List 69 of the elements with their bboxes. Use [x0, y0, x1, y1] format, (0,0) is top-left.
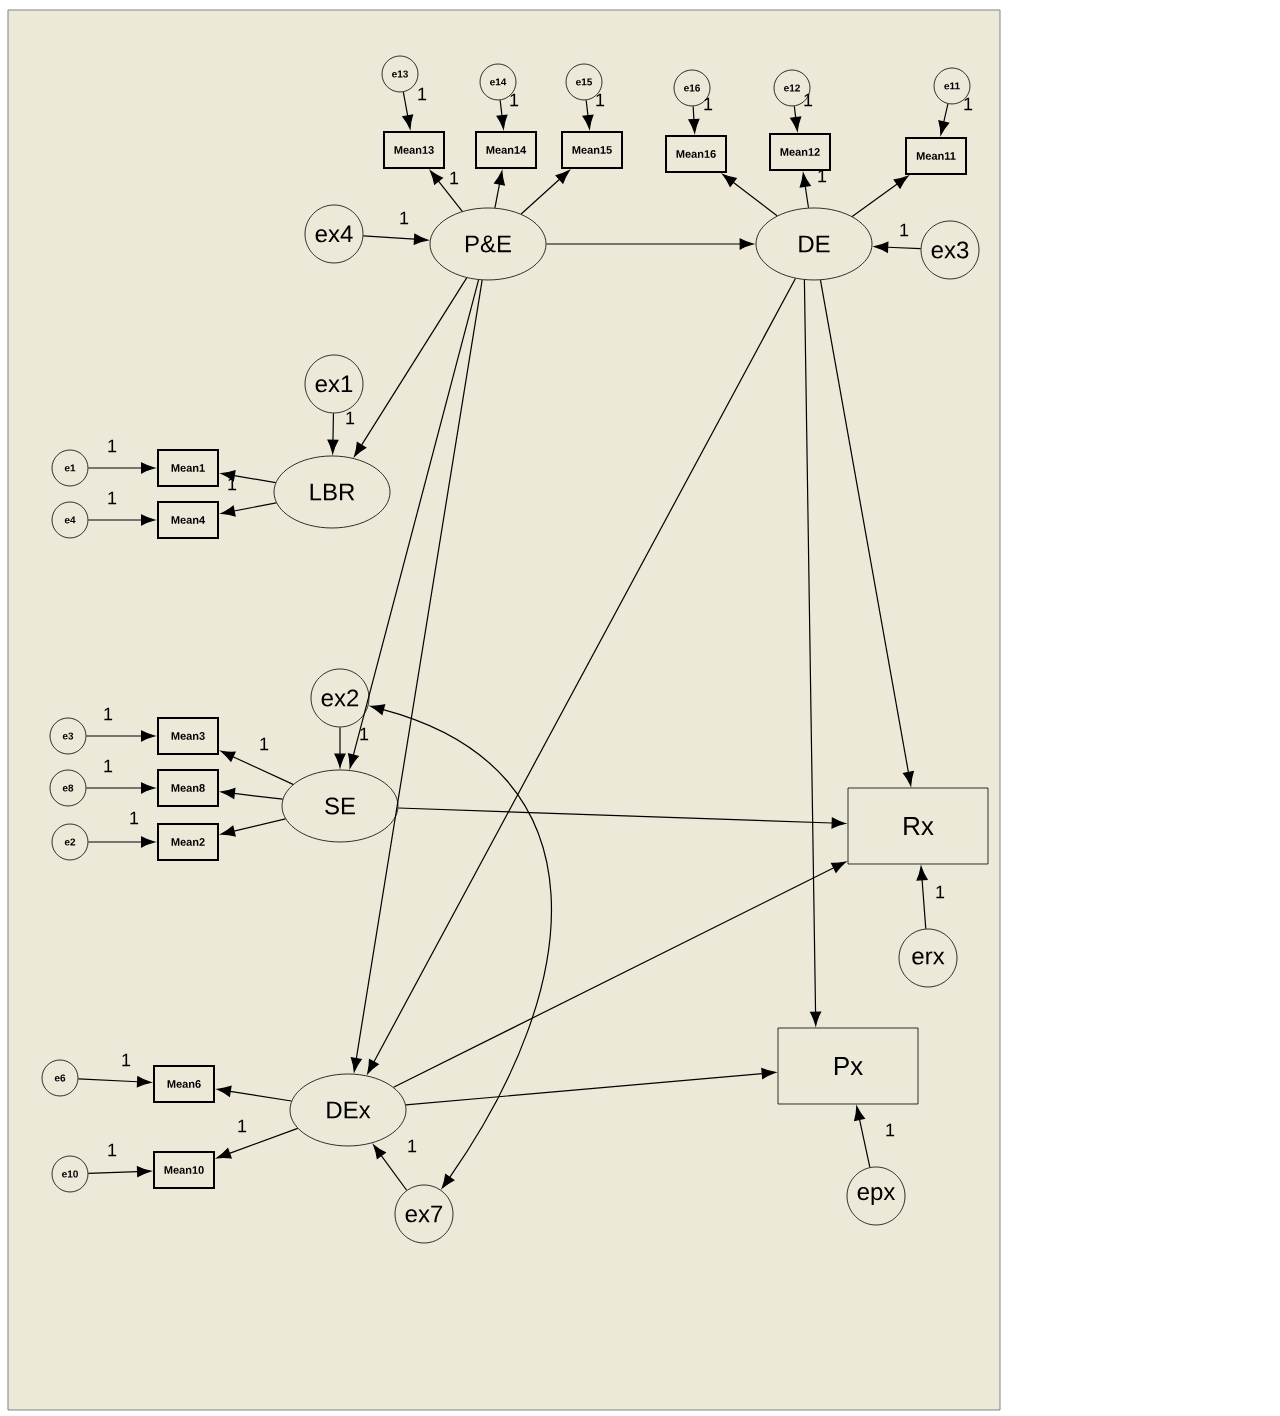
arrow [354, 277, 468, 457]
edge-label: 1 [450, 171, 459, 185]
arrow [220, 787, 284, 800]
edge-label: 1 [408, 1139, 417, 1153]
arrow [334, 726, 346, 768]
arrow [916, 866, 928, 930]
arrow [397, 807, 846, 829]
arrow [851, 175, 909, 218]
edge-label: 1 [108, 439, 117, 453]
arrow [216, 1085, 292, 1102]
arrow [405, 1068, 776, 1106]
arrow [582, 99, 594, 130]
arrow [87, 514, 156, 526]
edge-label: 1 [122, 1053, 131, 1067]
edge-label: 1 [360, 727, 369, 741]
arrow [220, 818, 287, 837]
edge-label: 1 [418, 87, 427, 101]
arrow [220, 502, 277, 517]
arrow [367, 277, 797, 1074]
edge-label: 1 [704, 97, 713, 111]
arrow [87, 1166, 152, 1178]
edge-label: 1 [886, 1123, 895, 1137]
arrow [348, 279, 480, 769]
edge-label: 1 [400, 211, 409, 225]
arrow [938, 103, 950, 136]
arrow [520, 170, 570, 215]
edge-label: 1 [260, 737, 269, 751]
arrow [722, 173, 778, 217]
observed-variable-box: Px [777, 1027, 919, 1105]
arrow [429, 170, 463, 212]
arrow [494, 170, 505, 209]
arrow [85, 730, 156, 742]
edge-label: 1 [900, 223, 909, 237]
arrow [362, 233, 429, 245]
arrow [819, 279, 914, 786]
double-headed-curved-arrow [370, 704, 552, 1189]
arrow [874, 241, 922, 253]
arrow [402, 91, 414, 130]
arrow [545, 238, 754, 250]
arrow [87, 462, 156, 474]
arrow [803, 279, 822, 1026]
arrow [85, 782, 156, 794]
edge-label: 1 [108, 1143, 117, 1157]
edge-label: 1 [346, 411, 355, 425]
edge-label: 1 [964, 97, 973, 111]
observed-variable-box: Rx [847, 787, 989, 865]
arrow [854, 1106, 871, 1168]
edge-label: 1 [936, 885, 945, 899]
arrow [688, 105, 700, 134]
arrow [327, 412, 339, 454]
edge-label: 1 [108, 491, 117, 505]
edge-label: 1 [804, 93, 813, 107]
edge-label: 1 [510, 93, 519, 107]
arrow [87, 836, 156, 848]
arrow [393, 861, 846, 1088]
arrow [220, 750, 294, 785]
arrow [799, 172, 811, 209]
edge-label: 1 [104, 707, 113, 721]
arrow [216, 1127, 299, 1159]
edge-label: 1 [238, 1119, 247, 1133]
arrow [77, 1076, 152, 1088]
arrow [496, 99, 508, 130]
edge-label: 1 [104, 759, 113, 773]
arrow [350, 279, 483, 1072]
edge-label: 1 [130, 811, 139, 825]
edge-label: 1 [596, 93, 605, 107]
arrow [373, 1144, 408, 1191]
arrow [220, 470, 277, 484]
arrow [790, 105, 802, 132]
